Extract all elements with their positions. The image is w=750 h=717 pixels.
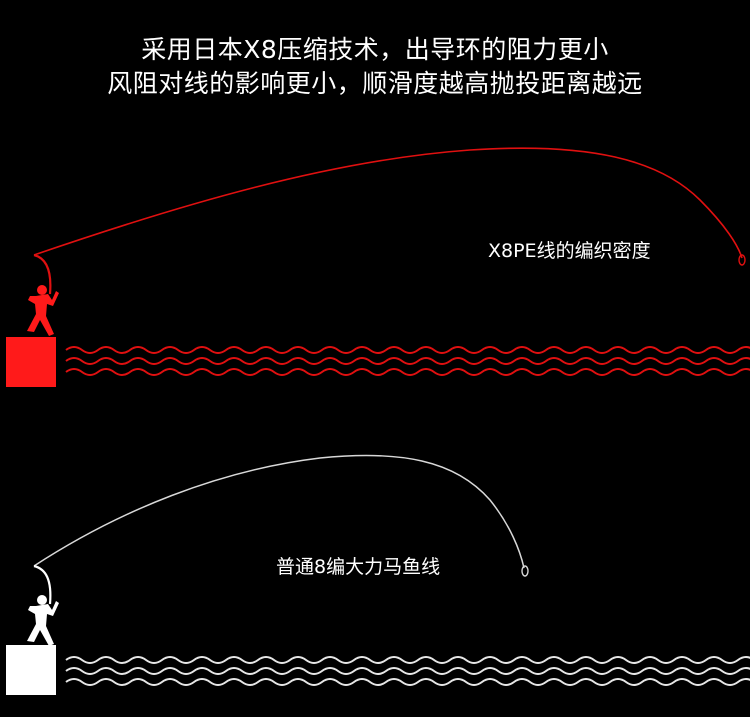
pe-rod [33, 253, 52, 295]
standard-water-waves [65, 656, 750, 686]
pe-pedestal [6, 337, 56, 387]
headline-line-2: 风阻对线的影响更小，顺滑度越高抛投距离越远 [107, 69, 643, 98]
pe-line-label: X8PE线的编织密度 [488, 240, 651, 262]
pe-cast-line [33, 147, 743, 259]
standard-angler-figure [27, 595, 59, 646]
standard-scene [6, 454, 750, 695]
headline-line-1: 采用日本X8压缩技术，出导环的阻力更小 [141, 35, 609, 64]
pe-water-waves [65, 346, 750, 376]
standard-lure-loop [521, 565, 529, 577]
pe-angler-figure [27, 285, 59, 336]
standard-pedestal [6, 645, 56, 695]
pe-lure-loop [738, 254, 746, 266]
standard-line-label: 普通8编大力马鱼线 [276, 556, 441, 578]
standard-cast-line [33, 454, 525, 569]
standard-rod [33, 564, 52, 605]
pe-scene [6, 147, 750, 387]
